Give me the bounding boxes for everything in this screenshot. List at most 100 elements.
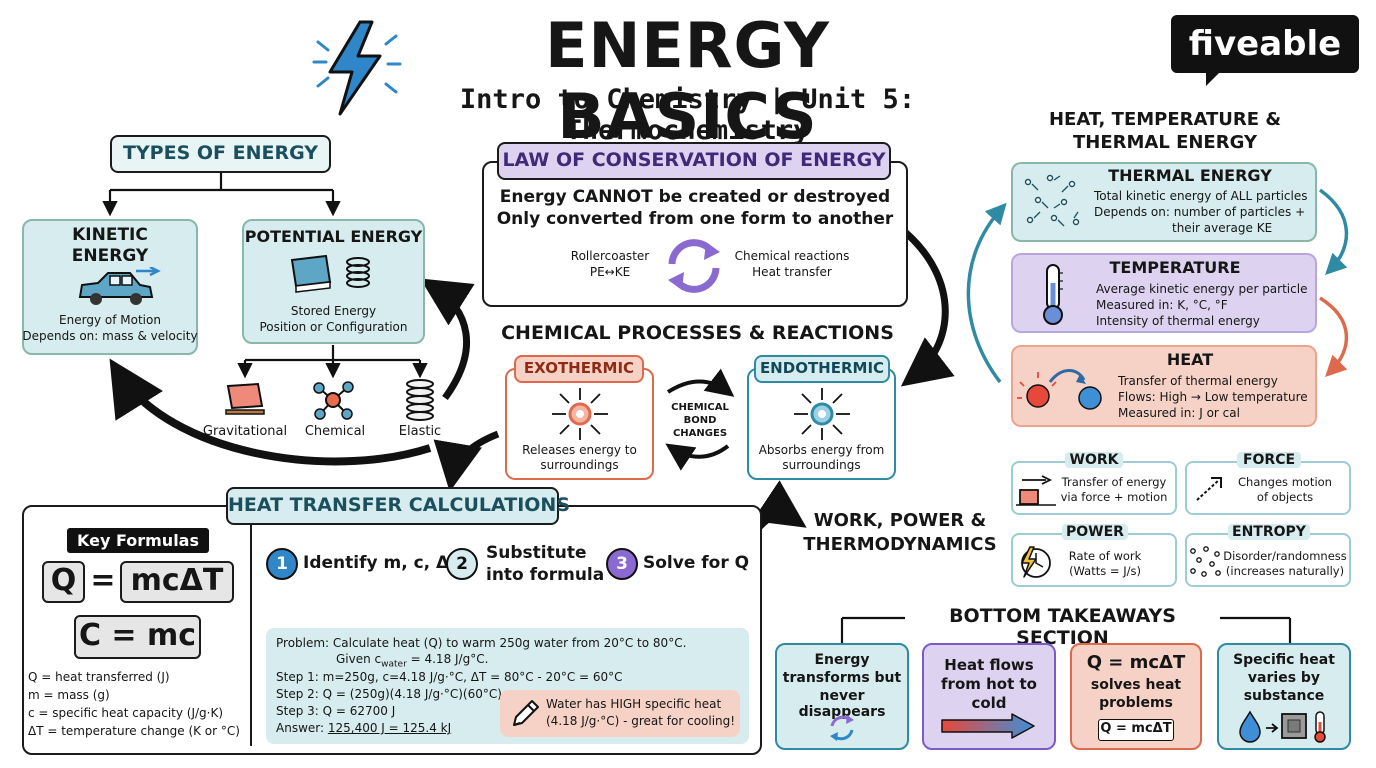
def-m: m = mass (g) xyxy=(28,688,110,702)
types-header: TYPES OF ENERGY xyxy=(110,135,331,173)
takeaway-3-line-3: problems xyxy=(1099,695,1173,711)
calc-divider xyxy=(250,518,252,746)
problem-line-1: Problem: Calculate heat (Q) to warm 250g… xyxy=(276,636,687,650)
heat-card xyxy=(1011,345,1317,427)
work-title: WORK xyxy=(1065,452,1123,469)
particles-icon xyxy=(1024,174,1080,227)
logo-tail xyxy=(1206,72,1220,86)
arrow-elastic-to-potential xyxy=(420,278,475,401)
formula-c-box: C = mc xyxy=(74,615,201,659)
lightning-bolt-icon xyxy=(312,20,402,116)
takeaway-3-line-1: Q = mcΔT xyxy=(1086,652,1186,673)
given-sub: water xyxy=(381,659,407,670)
law-right-1: Chemical reactions xyxy=(734,249,850,263)
arrow-thermal-to-temperature xyxy=(1318,188,1349,275)
kinetic-title-1: KINETIC xyxy=(72,225,148,245)
takeaway-3-badge: Q = mcΔT xyxy=(1098,719,1174,741)
pencil-icon xyxy=(513,700,539,726)
temperature-line-1: Average kinetic energy per particle xyxy=(1096,282,1308,296)
takeaway-4-line-3: substance xyxy=(1243,688,1325,704)
bottom-title: BOTTOM TAKEAWAYS SECTION xyxy=(905,605,1220,650)
calc-header: HEAT TRANSFER CALCULATIONS xyxy=(226,487,570,525)
entropy-title: ENTROPY xyxy=(1228,524,1310,541)
power-title: POWER xyxy=(1062,524,1128,541)
formula-equals: = xyxy=(90,563,116,598)
scattered-dots-icon xyxy=(1190,546,1221,577)
temperature-card xyxy=(1011,253,1317,333)
heat-line-2: Flows: High → Low temperature xyxy=(1118,390,1308,404)
thermal-line-1: Total kinetic energy of ALL particles xyxy=(1094,189,1308,203)
law-line-2: Only converted from one form to another xyxy=(496,209,894,229)
takeaway-4-line-1: Specific heat xyxy=(1233,652,1335,668)
temperature-line-2: Measured in: K, °C, °F xyxy=(1096,298,1228,312)
subtype-label-gravitational: Gravitational xyxy=(202,424,288,439)
outward-arrows-icon xyxy=(552,388,608,440)
def-dt: ΔT = temperature change (K or °C) xyxy=(28,724,240,738)
bond-changes-1: CHEMICAL xyxy=(671,402,729,413)
exothermic-line-2: surroundings xyxy=(540,458,619,472)
step-2-badge: 2 xyxy=(446,548,478,580)
takeaway-1-line-3: never disappears xyxy=(798,688,886,721)
water-note-1: Water has HIGH specific heat xyxy=(546,697,722,711)
step-2-label-2: into formula xyxy=(486,565,605,585)
arrow-exo-to-endo xyxy=(666,368,735,397)
def-q: Q = heat transferred (J) xyxy=(28,670,170,684)
heat-title: HEAT xyxy=(1166,350,1214,369)
problem-step-3: Step 3: Q = 62700 J xyxy=(276,704,396,718)
thermometer-icon xyxy=(1043,264,1063,325)
water-note-2: (4.18 J/g·°C) - great for cooling! xyxy=(546,714,736,728)
htt-title-1: HEAT, TEMPERATURE & xyxy=(1048,109,1282,130)
arrow-potential-to-kinetic xyxy=(109,358,432,466)
takeaway-3-line-2: solves heat xyxy=(1090,677,1182,693)
inward-arrows-icon xyxy=(794,388,850,440)
page-title: ENERGY BASICS xyxy=(545,9,830,154)
arrow-heat-to-thermal xyxy=(966,202,1007,384)
exothermic-header: EXOTHERMIC xyxy=(514,355,644,383)
entropy-card xyxy=(1185,533,1351,587)
heat-line-1: Transfer of thermal energy xyxy=(1118,374,1278,388)
step-3-badge: 3 xyxy=(606,548,638,580)
step-3-label: Solve for Q xyxy=(643,553,750,573)
kinetic-title-2: ENERGY xyxy=(71,246,149,266)
endothermic-header: ENDOTHERMIC xyxy=(754,355,890,383)
given-pre: Given c xyxy=(336,652,382,666)
entropy-line-2: (increases naturally) xyxy=(1225,564,1345,578)
processes-title: CHEMICAL PROCESSES & REACTIONS xyxy=(501,322,894,344)
problem-given: Given cwater = 4.18 J/g°C. xyxy=(336,652,488,669)
lightning-clock-icon xyxy=(1021,546,1051,578)
takeaway-1-line-2: transforms but xyxy=(782,670,902,686)
takeaway-card-3 xyxy=(1070,643,1202,750)
subtype-label-chemical: Chemical xyxy=(304,424,366,439)
kinetic-line-2: Depends on: mass & velocity xyxy=(22,329,198,343)
law-left-1: Rollercoaster xyxy=(570,249,650,263)
law-line-1: Energy CANNOT be created or destroyed xyxy=(499,187,891,207)
car-icon xyxy=(78,267,161,305)
bond-changes-2: BOND xyxy=(683,415,717,426)
step-1-badge: 1 xyxy=(266,548,298,580)
answer-prefix: Answer: xyxy=(276,721,328,735)
takeaway-2-line-3: cold xyxy=(971,694,1007,712)
fiveable-logo: fiveable xyxy=(1171,15,1359,73)
work-line-1: Transfer of energy xyxy=(1061,475,1167,489)
law-right-2: Heat transfer xyxy=(752,265,832,279)
work-line-2: via force + motion xyxy=(1060,490,1168,504)
potential-card xyxy=(242,219,425,344)
arrow-exothermic-to-calc xyxy=(433,430,500,492)
drop-block-thermometer-icon xyxy=(1239,710,1326,743)
force-title: FORCE xyxy=(1237,452,1301,469)
def-c: c = specific heat capacity (J/g·K) xyxy=(28,706,224,720)
step-2-label-1: Substitute xyxy=(486,543,587,563)
force-line-1: Changes motion xyxy=(1238,475,1332,489)
exothermic-line-1: Releases energy to xyxy=(522,443,637,457)
takeaway-1-line-1: Energy xyxy=(814,652,870,668)
takeaway-card-1 xyxy=(775,643,909,750)
book-and-spring-icon xyxy=(290,254,370,293)
problem-step-1: Step 1: m=250g, c=4.18 J/g·°C, ΔT = 80°C… xyxy=(276,670,623,684)
bond-changes-3: CHANGES xyxy=(672,428,728,439)
power-line-1: Rate of work xyxy=(1068,549,1142,563)
problem-step-2: Step 2: Q = (250g)(4.18 J/g·°C)(60°C) xyxy=(276,687,502,701)
force-arrow-icon xyxy=(1196,477,1222,501)
page-subtitle: Intro to Chemistry | Unit 5: Thermochemi… xyxy=(459,84,916,147)
formula-mcdt-box: mcΔT xyxy=(120,561,234,603)
force-line-2: of objects xyxy=(1256,490,1314,504)
